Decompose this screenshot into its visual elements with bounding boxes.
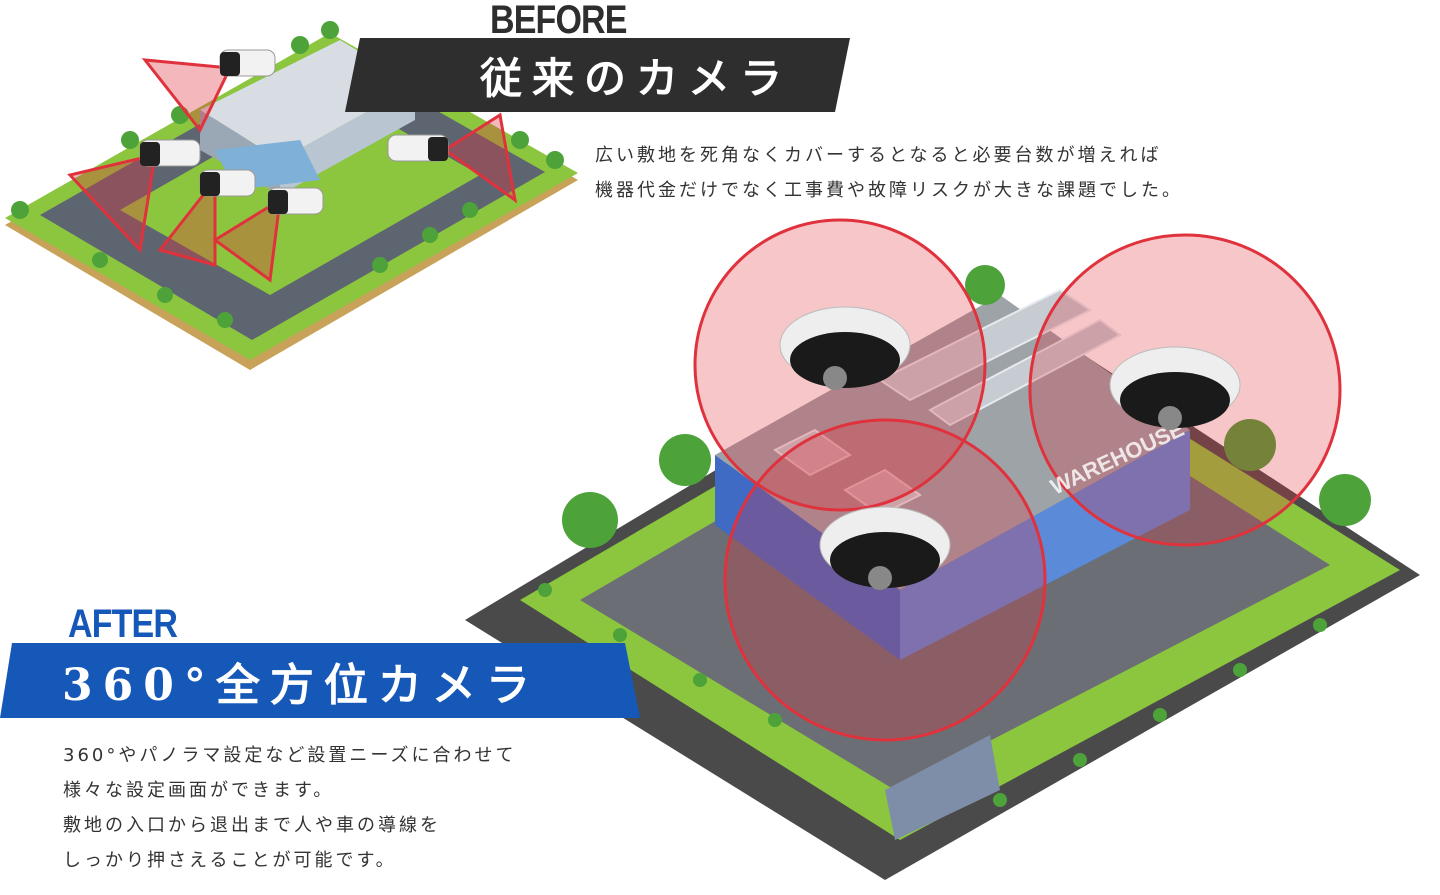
after-description-line: しっかり押さえることが可能です。 <box>63 850 397 871</box>
before-description-line: 広い敷地を死角なくカバーするとなると必要台数が増えれば <box>595 145 1162 166</box>
dome-camera-icon <box>779 306 1241 590</box>
before-label: BEFORE <box>490 0 627 42</box>
after-warehouse-illustration: WAREHOUSE <box>465 218 1420 880</box>
after-description-line: 360°やパノラマ設定など設置ニーズに合わせて <box>63 745 517 766</box>
before-title: 従来のカメラ <box>480 53 793 103</box>
after-banner-bg <box>0 643 640 718</box>
before-description: 広い敷地を死角なくカバーするとなると必要台数が増えれば 機器代金だけでなく工事費… <box>595 138 1183 208</box>
after-description: 360°やパノラマ設定など設置ニーズに合わせて 様々な設定画面ができます。 敷地… <box>63 738 516 878</box>
before-description-line: 機器代金だけでなく工事費や故障リスクが大きな課題でした。 <box>595 180 1183 201</box>
before-banner-bg <box>345 38 850 112</box>
after-description-line: 敷地の入口から退出まで人や車の導線を <box>63 815 441 836</box>
before-city-illustration <box>5 21 578 370</box>
after-title: 360°全方位カメラ <box>62 659 540 711</box>
after-label: AFTER <box>68 602 178 646</box>
after-description-line: 様々な設定画面ができます。 <box>63 780 335 801</box>
